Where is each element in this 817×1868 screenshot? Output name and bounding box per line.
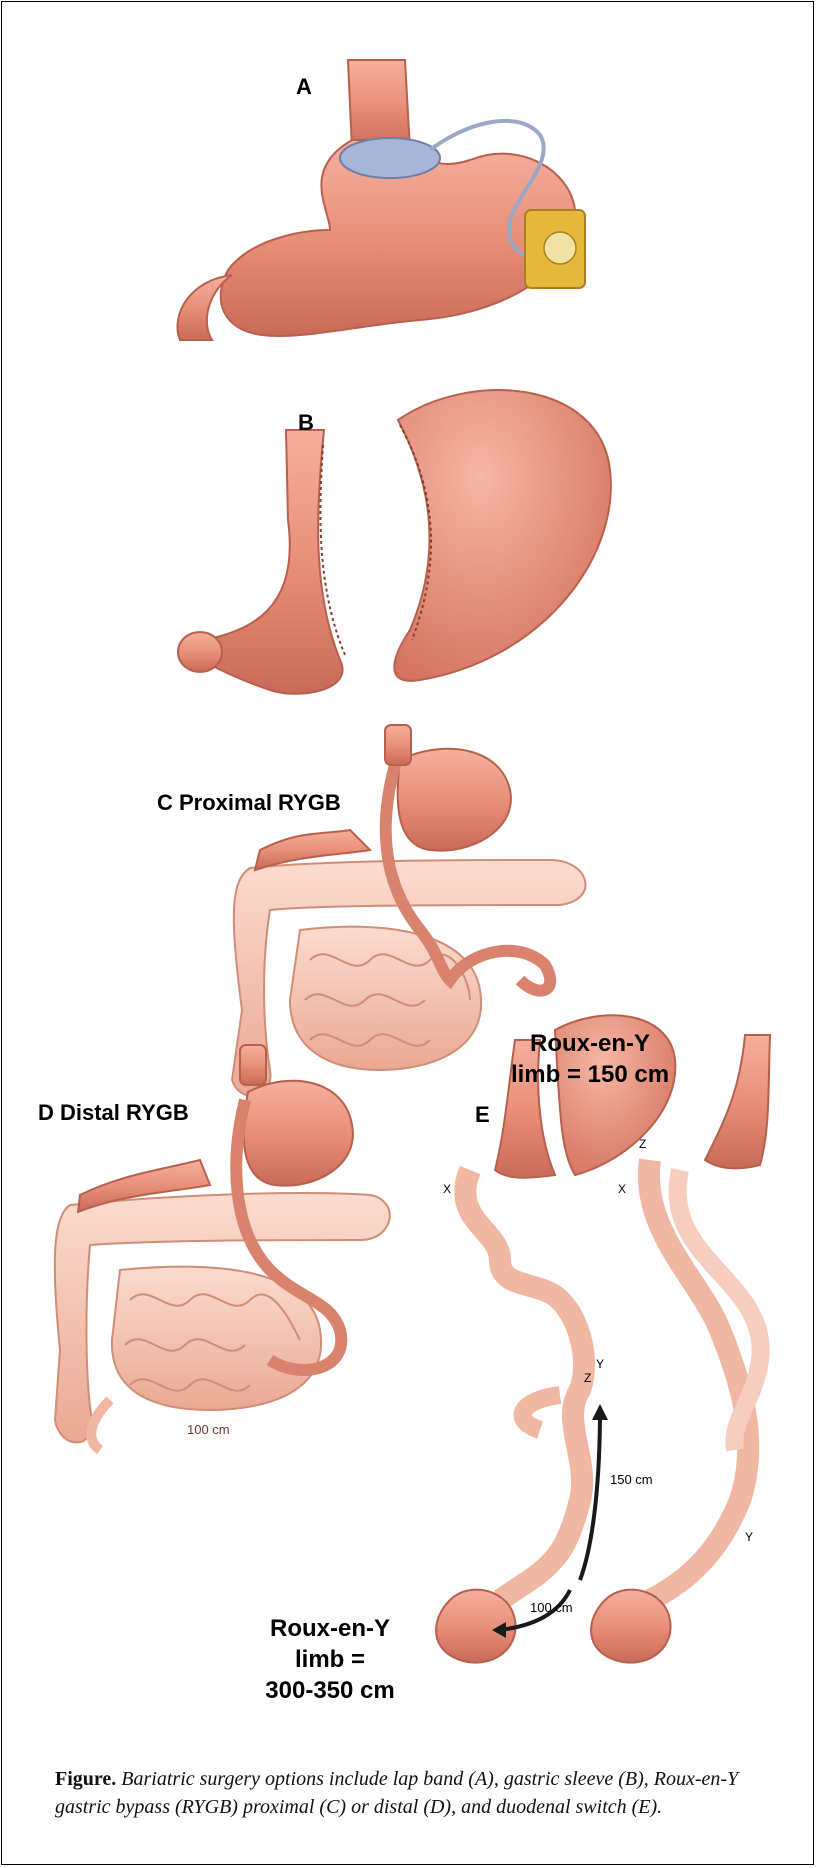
figure-caption: Figure. Bariatric surgery options includ…: [55, 1765, 775, 1821]
panel-a-label: A: [296, 74, 312, 100]
panel-a-illustration: [177, 60, 585, 340]
arrow-150-head: [592, 1404, 608, 1420]
remnant-stomach-c: [398, 749, 511, 851]
panel-c-limb-line1: Roux-en-Y: [485, 1028, 695, 1059]
panel-d-limb-label: Roux-en-Y limb = 300-350 cm: [225, 1613, 435, 1706]
panel-b-label: B: [298, 410, 314, 436]
sleeve-e-right: [705, 1035, 770, 1168]
panel-b-illustration: [178, 390, 611, 694]
panel-e-marker-z: Z: [584, 1371, 591, 1385]
panel-e-marker-x-right: X: [618, 1182, 626, 1196]
alimentary-limb-e: [465, 1170, 584, 1600]
common-channel-d: [91, 1400, 110, 1450]
gastric-pouch-d: [240, 1045, 266, 1085]
alimentary-limb-e-right: [649, 1160, 748, 1600]
panel-d-limb-line2: limb =: [225, 1644, 435, 1675]
panel-e-label: E: [475, 1102, 490, 1128]
caption-lead: Figure.: [55, 1768, 116, 1790]
panel-e-150cm-label: 150 cm: [610, 1472, 653, 1487]
panel-d-100cm-label: 100 cm: [187, 1422, 230, 1437]
colon-e-right: [591, 1590, 670, 1663]
panel-e-marker-y-right: Y: [745, 1530, 753, 1544]
panel-e-marker-x: X: [443, 1182, 451, 1196]
panel-c-label: C Proximal RYGB: [157, 790, 341, 816]
panel-d-limb-line3: 300-350 cm: [225, 1675, 435, 1706]
panel-e-100cm-label: 100 cm: [530, 1600, 573, 1615]
small-bowel-c: [290, 927, 481, 1070]
panel-d-label: D Distal RYGB: [38, 1100, 189, 1126]
gastric-band: [340, 138, 440, 178]
access-port-dome: [544, 232, 576, 264]
esophagus-a: [348, 60, 410, 150]
remnant-stomach-d: [244, 1081, 353, 1186]
gastric-pouch-c: [385, 725, 411, 765]
panel-c-limb-label: Roux-en-Y limb = 150 cm: [485, 1028, 695, 1090]
panel-d-limb-line1: Roux-en-Y: [225, 1613, 435, 1644]
pylorus-b: [178, 632, 222, 672]
caption-text: Bariatric surgery options include lap ba…: [55, 1768, 738, 1818]
removed-stomach: [394, 390, 611, 681]
biliary-limb-e: [523, 1395, 560, 1430]
panel-c-limb-line2: limb = 150 cm: [485, 1059, 695, 1090]
panel-e-marker-z-right: Z: [639, 1137, 646, 1151]
panel-e-marker-y: Y: [596, 1357, 604, 1371]
